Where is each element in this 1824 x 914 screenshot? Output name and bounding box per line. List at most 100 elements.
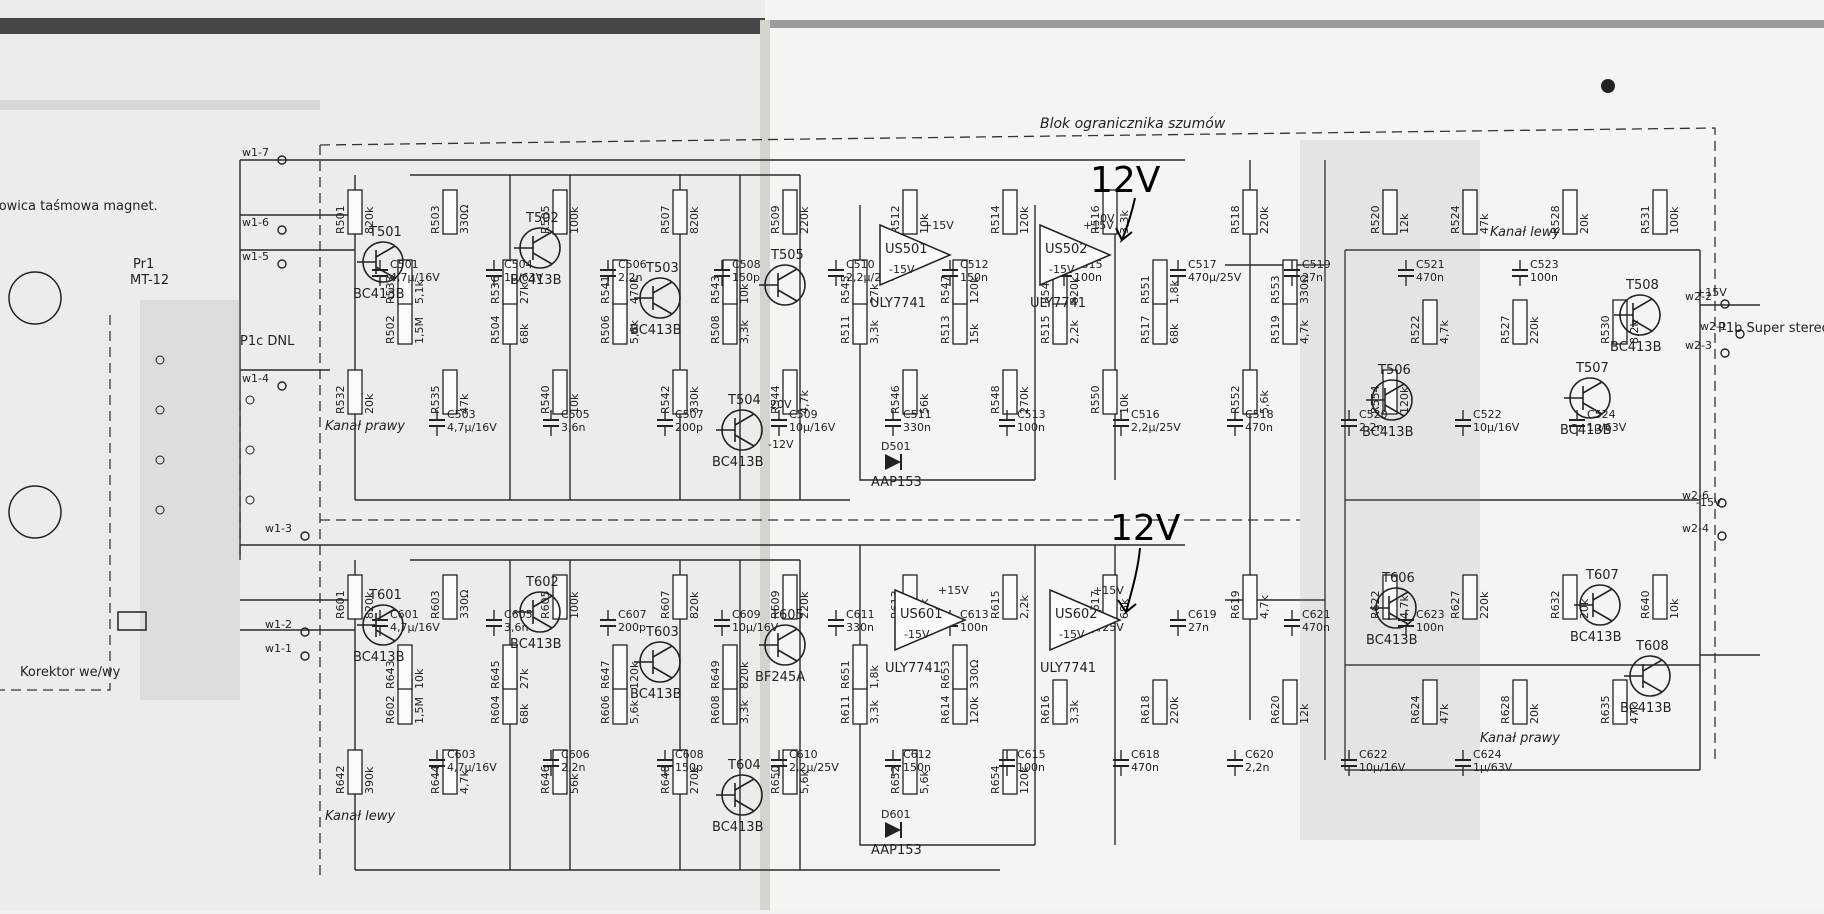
connector-label: w2-2 (1685, 290, 1712, 303)
opamp-pos-supply: +15V (1083, 219, 1114, 232)
connector-layer: w1-7w1-6w1-5w1-4w1-3w1-2w1-1w2-2w2-1w2-3… (242, 146, 1745, 661)
resistor-value: 10k (568, 393, 581, 414)
capacitor-value: 330n (903, 421, 931, 434)
capacitor-ref: C509 (789, 408, 818, 421)
connector-label: w1-6 (242, 216, 269, 229)
transistor-ref: T506 (1377, 363, 1411, 378)
capacitor-value: 100n (1017, 761, 1045, 774)
resistor-value: 220k (1528, 316, 1541, 344)
capacitor-value: 4,7µ/16V (390, 271, 440, 284)
resistor-value: 5,6k (628, 700, 641, 724)
resistor-value: 1,8k (1168, 280, 1181, 304)
resistor-value: 820k (363, 206, 376, 234)
switch-main-type: MT-12 (130, 273, 169, 288)
capacitor-ref: C517 (1188, 258, 1217, 271)
resistor-value: 3,3k (868, 700, 881, 724)
resistor-value: 20k (1578, 213, 1591, 234)
resistor-value: 820k (688, 591, 701, 619)
capacitor-value: 2,2n (1359, 421, 1383, 434)
opamp-pos-supply: +15V (938, 584, 969, 597)
connector-label: w1-1 (265, 642, 292, 655)
capacitor-value: 10µ/16V (789, 421, 836, 434)
capacitor-value: 150n (903, 761, 931, 774)
connector-w1-6: w1-6 (242, 216, 287, 235)
channel-right-right-panel: Kanał prawy (1480, 731, 1560, 746)
overlay-annotation-bottom: 12V (1110, 508, 1181, 615)
resistor-value: 4,7k (458, 770, 471, 794)
resistor-ref: R644 (429, 765, 442, 794)
resistor-ref: R619 (1229, 590, 1242, 619)
transistor-ref: T501 (368, 225, 402, 240)
resistor-ref: R601 (334, 590, 347, 619)
resistor-value: 56k (568, 773, 581, 794)
page-top-shadow-left (0, 18, 765, 34)
resistor-value: 2,2k (1018, 595, 1031, 619)
channel-right-top: Kanał prawy (325, 419, 405, 434)
transistor-type: BC413B (712, 820, 764, 835)
resistor-ref: R643 (384, 660, 397, 689)
connector-p1b-label: P1b Super stereo (1718, 321, 1824, 336)
resistor-ref: R546 (889, 385, 902, 414)
faded-text-columns (0, 100, 1480, 840)
resistor-ref: R627 (1449, 590, 1462, 619)
capacitor-ref: C603 (447, 748, 476, 761)
resistor-ref: R647 (599, 660, 612, 689)
switch-main-label: Pr1 (133, 257, 154, 272)
resistor-value: 20k (1528, 703, 1541, 724)
capacitor-value: 2,2n (618, 271, 642, 284)
resistor-value: 120k (628, 661, 641, 689)
capacitor-value: 1µ/63V (1587, 421, 1627, 434)
resistor-ref: R604 (489, 695, 502, 724)
resistor-value: 15k (968, 323, 981, 344)
resistor-ref: R624 (1409, 695, 1422, 724)
resistor-value: 68k (1168, 323, 1181, 344)
capacitor-value: 150p (732, 271, 760, 284)
node-voltage-0v: 0V (1100, 212, 1115, 225)
resistor-value: 10k (1668, 598, 1681, 619)
left-page-bg (0, 0, 765, 910)
transistor-ref: T604 (727, 758, 761, 773)
supply-plus: +15V (1696, 286, 1727, 299)
capacitor-value: 330n (846, 621, 874, 634)
connector-w1-7: w1-7 (242, 146, 287, 165)
resistor-value: 27k (518, 668, 531, 689)
resistor-ref: R652 (889, 765, 902, 794)
opamp-type: ULY7741 (1040, 661, 1096, 676)
resistor-value: 390k (363, 766, 376, 794)
din-socket-g2 (8, 485, 62, 539)
connector-w2-6: w2-6 (1682, 489, 1727, 508)
resistor-value: 330Ω (1298, 275, 1311, 304)
resistor-ref: R642 (334, 765, 347, 794)
resistor-ref: R550 (1089, 385, 1102, 414)
resistor-value: 27k (518, 283, 531, 304)
resistor-value: 2,2k (1068, 320, 1081, 344)
resistor-value: 20k (363, 393, 376, 414)
transistor-type: BC413B (353, 650, 405, 665)
resistor-value: 5,1k (413, 280, 426, 304)
connector-label: w1-4 (242, 372, 269, 385)
transistor-ref: T502 (525, 211, 559, 226)
resistor-ref: R653 (939, 660, 952, 689)
